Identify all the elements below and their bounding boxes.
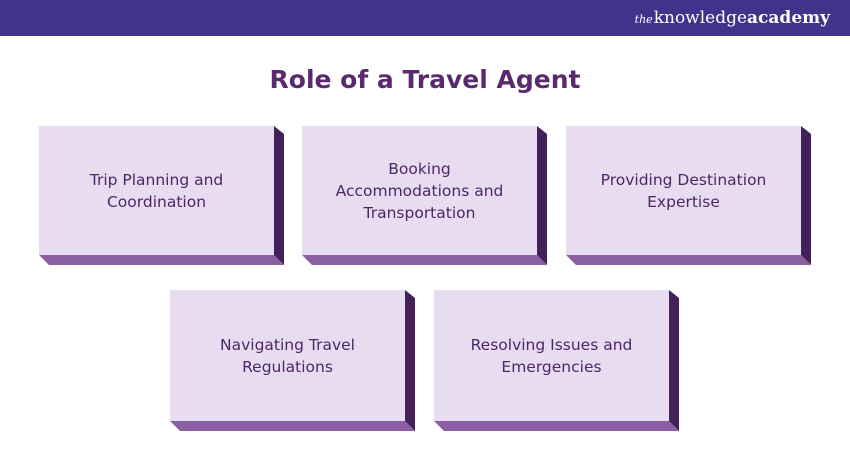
brand-knowledge: knowledge [653, 8, 748, 28]
role-box-trip-planning: Trip Planning and Coordination [39, 126, 284, 265]
role-label: Navigating Travel Regulations [220, 335, 355, 376]
role-label: Providing Destination Expertise [600, 170, 767, 211]
box-depth [170, 290, 415, 431]
role-label: Booking Accommodations and Transportatio… [335, 159, 504, 222]
brand-logo: theknowledgeacademy [635, 7, 830, 31]
box-depth [566, 126, 811, 265]
box-face: Trip Planning and Coordination [39, 126, 274, 255]
box-face: Resolving Issues and Emergencies [434, 290, 669, 421]
header-bar: theknowledgeacademy [0, 0, 850, 36]
brand-academy: academy [747, 8, 830, 28]
box-face: Booking Accommodations and Transportatio… [302, 126, 537, 255]
brand-the: the [634, 13, 653, 26]
role-box-booking: Booking Accommodations and Transportatio… [302, 126, 547, 265]
role-box-destination-expertise: Providing Destination Expertise [566, 126, 811, 265]
diagram-title: Role of a Travel Agent [269, 65, 581, 94]
box-depth [302, 126, 547, 265]
box-face: Providing Destination Expertise [566, 126, 801, 255]
box-depth [39, 126, 284, 265]
box-face: Navigating Travel Regulations [170, 290, 405, 421]
role-box-travel-regulations: Navigating Travel Regulations [170, 290, 415, 431]
role-box-issues-emergencies: Resolving Issues and Emergencies [434, 290, 679, 431]
role-label: Resolving Issues and Emergencies [470, 335, 633, 376]
role-label: Trip Planning and Coordination [89, 170, 224, 211]
box-depth [434, 290, 679, 431]
